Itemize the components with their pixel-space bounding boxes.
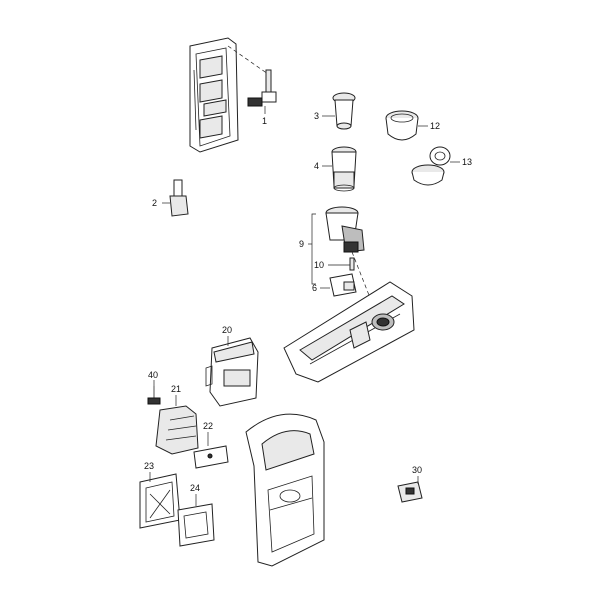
callout-30: 30	[412, 465, 422, 475]
part-20-control-module	[205, 337, 259, 407]
callout-6: 6	[312, 283, 317, 293]
callout-10: 10	[314, 260, 324, 270]
part-40-screw	[147, 386, 161, 405]
callout-1: 1	[262, 116, 267, 126]
part-12-ring	[385, 110, 419, 141]
part-30-connector	[397, 481, 423, 503]
part-2-connector	[169, 179, 189, 217]
part-9-socket-housing	[325, 206, 365, 253]
part-22-plate	[193, 445, 229, 469]
callout-12: 12	[430, 121, 440, 131]
callout-4: 4	[314, 161, 319, 171]
callout-2: 2	[152, 198, 157, 208]
callout-23: 23	[144, 461, 154, 471]
part-23-mounting-frame	[139, 473, 181, 529]
part-3-lighter-element	[332, 92, 356, 130]
callout-9: 9	[299, 239, 304, 249]
part-13-socket-cap	[411, 146, 451, 186]
part-6-connector-block	[329, 273, 357, 297]
callout-13: 13	[462, 157, 472, 167]
part-10-spring-pin	[349, 257, 355, 271]
part-21-switch-unit	[155, 405, 199, 455]
part-1-switch-pin	[247, 69, 277, 107]
callout-21: 21	[171, 384, 181, 394]
center-console-tray	[283, 281, 415, 383]
callout-22: 22	[203, 421, 213, 431]
callout-20: 20	[222, 325, 232, 335]
part-24-trim-frame	[177, 503, 215, 547]
switch-panel-part	[189, 37, 239, 153]
part-4-socket-sleeve	[331, 146, 357, 192]
callout-40: 40	[148, 370, 158, 380]
callout-24: 24	[190, 483, 200, 493]
callout-3: 3	[314, 111, 319, 121]
rear-console-panel	[245, 413, 325, 567]
